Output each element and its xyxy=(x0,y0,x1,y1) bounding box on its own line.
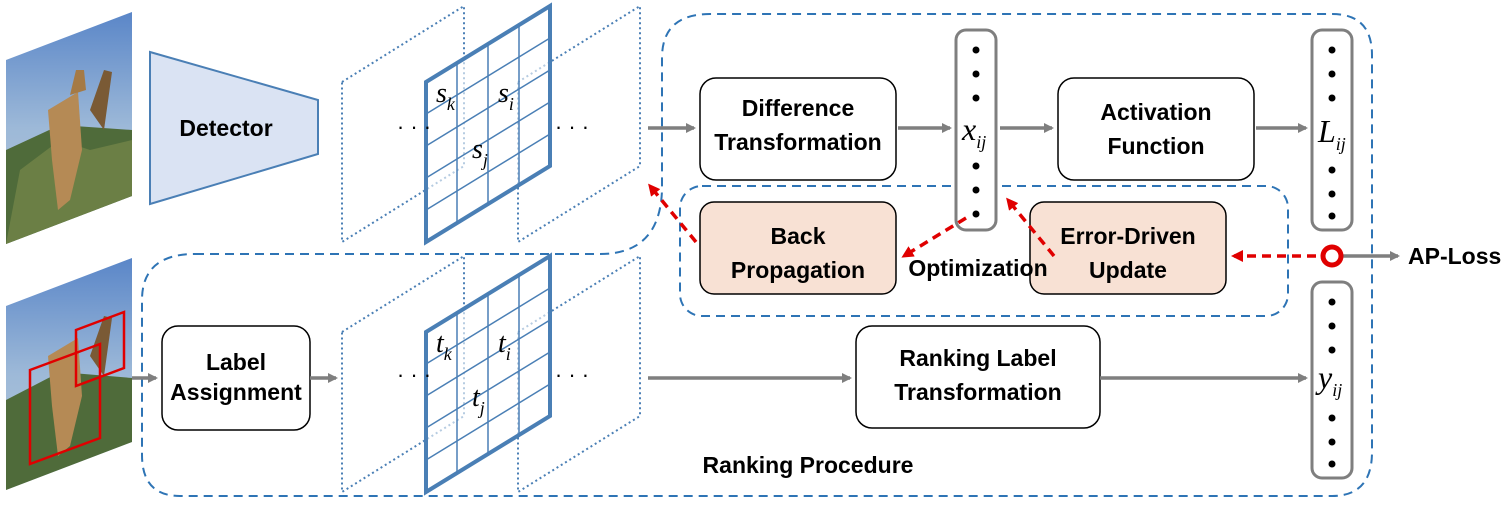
arrow-update-to-x xyxy=(1006,197,1056,258)
label-tk: tk xyxy=(436,328,453,364)
y-ij-label: yij xyxy=(1315,359,1342,400)
label-ti: ti xyxy=(498,328,511,364)
activation-function-box: Activation Function xyxy=(1057,77,1255,181)
ellipsis-right-bottom: · · · xyxy=(555,362,589,387)
ellipsis-right-top: · · · xyxy=(555,114,589,139)
y-ij-vector: yij xyxy=(1310,280,1354,480)
gray-arrows xyxy=(132,123,1400,383)
error-driven-update-box: Error-Driven Update xyxy=(1029,201,1227,295)
svg-text:Propagation: Propagation xyxy=(731,257,865,283)
l-ij-label: Lij xyxy=(1317,113,1346,154)
ranking-procedure-label: Ranking Procedure xyxy=(703,452,914,478)
svg-text:Difference: Difference xyxy=(742,95,854,121)
difference-transformation-box: Difference Transformation xyxy=(699,77,897,181)
x-ij-vector: xij xyxy=(954,28,998,232)
svg-text:Label: Label xyxy=(206,349,266,375)
detector-block: Detector xyxy=(149,50,319,206)
label-grid-stack: · · · · · · tk ti tj xyxy=(341,252,641,496)
l-ij-vector: Lij xyxy=(1310,28,1354,232)
svg-text:Update: Update xyxy=(1089,257,1167,283)
detector-label: Detector xyxy=(179,115,272,141)
score-sk: sk xyxy=(436,78,456,114)
svg-text:Back: Back xyxy=(771,223,826,249)
label-tj: tj xyxy=(472,382,485,418)
svg-text:Transformation: Transformation xyxy=(714,129,881,155)
bounding-box-2 xyxy=(74,310,126,388)
ap-loss-label: AP-Loss xyxy=(1408,243,1501,269)
label-assignment-box: Label Assignment xyxy=(161,325,311,431)
ellipsis-left-bottom: · · · xyxy=(397,362,431,387)
ellipsis-left-top: · · · xyxy=(397,114,431,139)
arrow-back-propagation-to-grid xyxy=(648,183,698,244)
arrow-x-to-back-propagation xyxy=(901,216,967,258)
red-arrows xyxy=(648,183,1316,262)
svg-text:Error-Driven: Error-Driven xyxy=(1060,223,1195,249)
svg-text:Assignment: Assignment xyxy=(170,379,302,405)
svg-text:Ranking Label: Ranking Label xyxy=(899,345,1056,371)
back-propagation-box: Back Propagation xyxy=(699,201,897,295)
svg-text:Activation: Activation xyxy=(1100,99,1211,125)
svg-text:Transformation: Transformation xyxy=(894,379,1061,405)
svg-text:Function: Function xyxy=(1107,133,1204,159)
input-image-top xyxy=(6,12,132,244)
ranking-procedure-region xyxy=(141,13,1373,497)
ap-loss-node xyxy=(1320,244,1344,268)
score-sj: sj xyxy=(472,134,488,170)
optimization-label: Optimization xyxy=(908,255,1047,281)
score-grid-stack: · · · · · · sk si sj xyxy=(341,2,641,246)
score-si: si xyxy=(498,78,514,114)
ranking-label-transformation-box: Ranking Label Transformation xyxy=(855,325,1101,429)
input-image-bottom xyxy=(6,258,132,490)
x-ij-label: xij xyxy=(961,111,986,152)
